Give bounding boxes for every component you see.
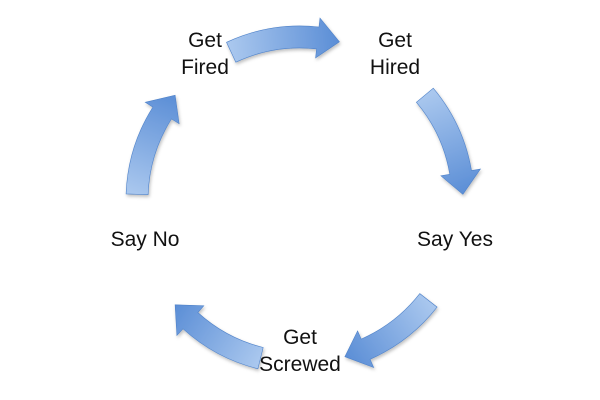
node-say-yes-line1: Say Yes <box>417 228 493 251</box>
node-get-fired-line1: Get <box>188 29 222 52</box>
arrow-say-yes-to-get-screwed <box>344 293 438 369</box>
arrow-get-fired-to-get-hired <box>226 17 340 63</box>
node-say-no: Say No <box>95 226 195 253</box>
arrows-layer <box>125 17 482 370</box>
node-get-screwed-line2: Screwed <box>259 353 341 376</box>
node-say-no-line1: Say No <box>110 228 180 251</box>
arrow-get-screwed-to-say-no <box>174 304 264 370</box>
node-get-screwed-line1: Get <box>283 326 317 349</box>
node-get-fired: Get Fired <box>165 27 245 81</box>
node-get-hired-line2: Hired <box>369 56 421 79</box>
arrow-get-hired-to-say-yes <box>415 87 482 195</box>
arrow-say-no-to-get-fired <box>125 94 180 196</box>
node-get-screwed: Get Screwed <box>245 324 355 378</box>
node-get-hired: Get Hired <box>355 27 435 81</box>
node-say-yes: Say Yes <box>405 226 505 253</box>
node-get-hired-line1: Get <box>378 29 412 52</box>
node-get-fired-line2: Fired <box>181 56 229 79</box>
